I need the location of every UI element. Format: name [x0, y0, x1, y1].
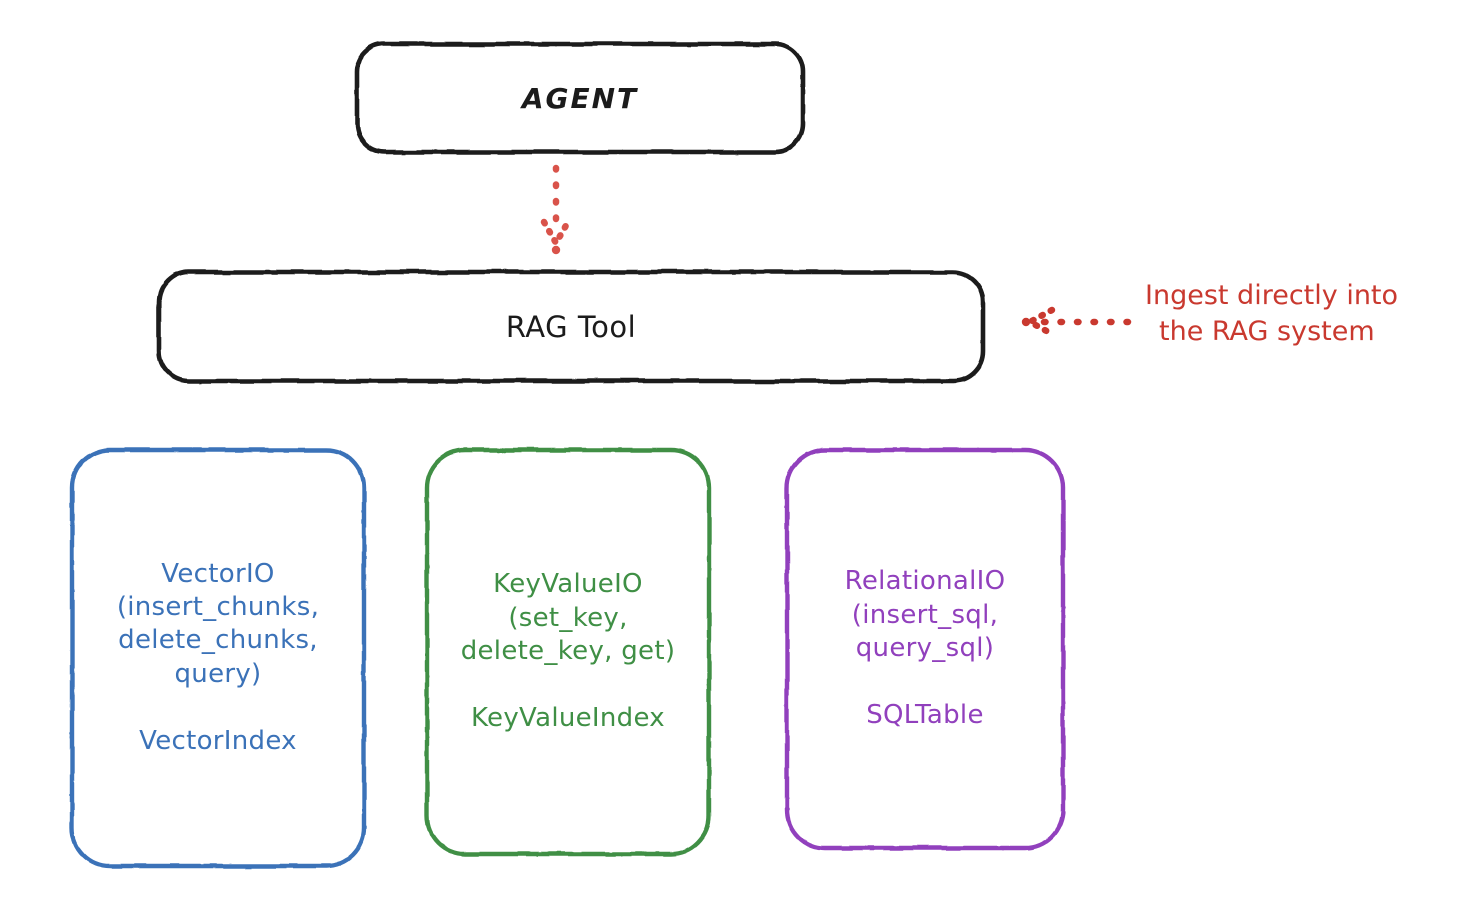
node-key-value-io[interactable]: KeyValueIO (set_key, delete_key, get) Ke… — [425, 448, 711, 856]
relational-io-primary-label: RelationalIO (insert_sql, query_sql) — [844, 566, 1006, 663]
node-relational-io[interactable]: RelationalIO (insert_sql, query_sql) SQL… — [785, 448, 1065, 850]
relational-io-box-outline — [784, 447, 1066, 851]
relational-io-secondary-label: SQLTable — [866, 700, 984, 731]
node-rag-tool[interactable]: RAG Tool — [157, 270, 985, 383]
key-value-io-primary-label: KeyValueIO (set_key, delete_key, get) — [460, 569, 676, 666]
rag-tool-label: RAG Tool — [505, 309, 637, 344]
key-value-io-secondary-label: KeyValueIndex — [470, 703, 665, 734]
vector-io-secondary-label: VectorIndex — [139, 725, 297, 756]
vector-io-box-outline — [69, 447, 367, 869]
ingest-annotation: Ingest directly into the RAG system — [1145, 278, 1475, 350]
rag-tool-box-outline — [156, 269, 986, 384]
ingest-arrow-connector — [1021, 306, 1132, 338]
node-agent[interactable]: AGENT — [355, 42, 805, 154]
agent-to-rag-connector — [540, 164, 572, 255]
agent-label: AGENT — [521, 81, 639, 115]
agent-box-outline — [354, 41, 806, 155]
key-value-io-box-outline — [424, 447, 712, 857]
vector-io-primary-label: VectorIO (insert_chunks, delete_chunks, … — [116, 558, 320, 689]
ingest-annotation-line-1: Ingest directly into — [1145, 280, 1399, 311]
ingest-annotation-line-2: the RAG system — [1159, 316, 1375, 348]
node-vector-io[interactable]: VectorIO (insert_chunks, delete_chunks, … — [70, 448, 366, 868]
